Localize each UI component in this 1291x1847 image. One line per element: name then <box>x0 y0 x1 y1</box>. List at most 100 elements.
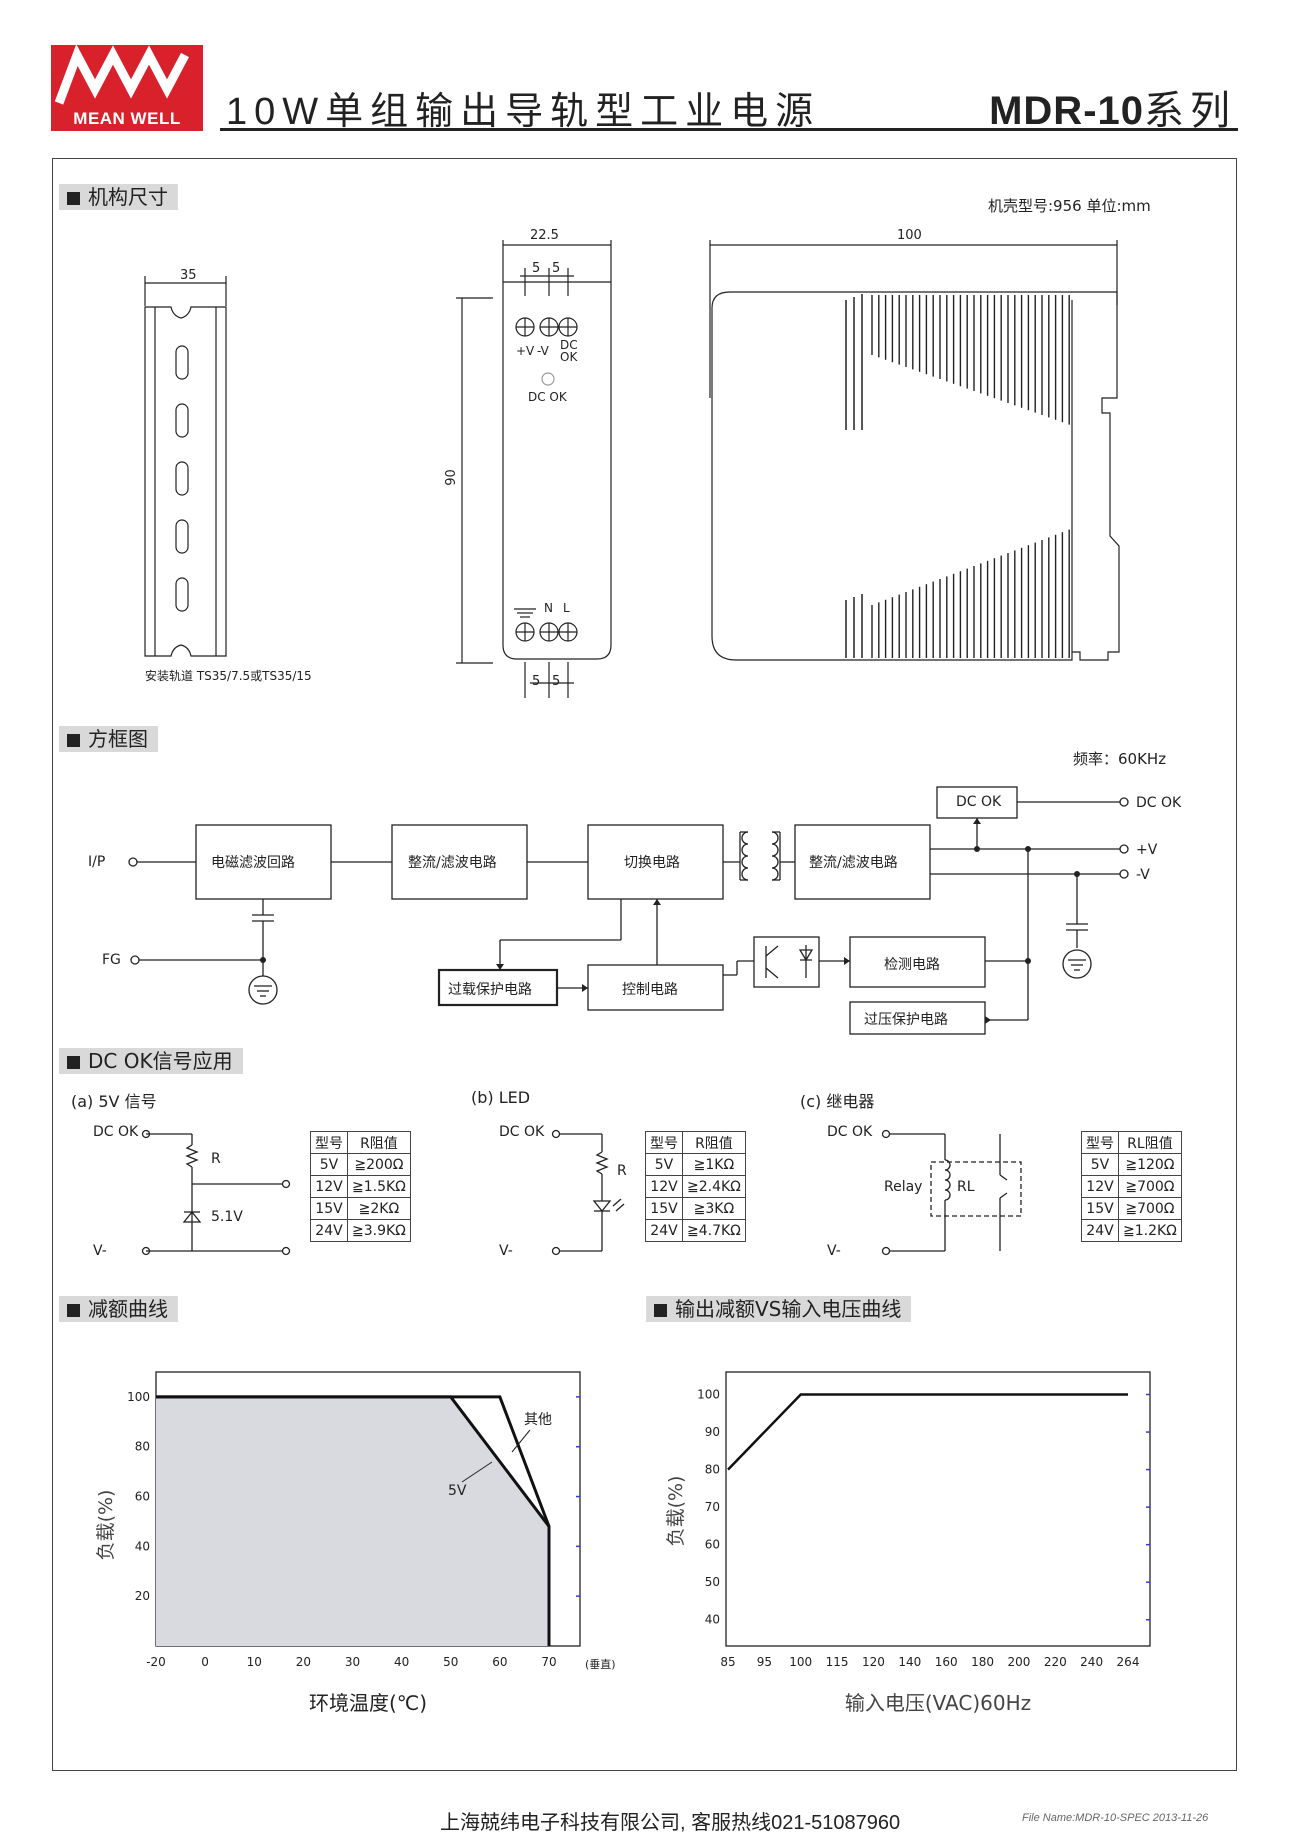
control-box: 控制电路 <box>622 982 678 998</box>
table-row: 12V≧1.5KΩ <box>310 1175 411 1198</box>
table-header: RL阻值 <box>1118 1131 1182 1154</box>
table-cell: 5V <box>1081 1153 1119 1176</box>
series-5v-line <box>156 1395 551 1646</box>
x-tick-label: 100 <box>789 1655 812 1669</box>
y-tick-label: 60 <box>705 1538 720 1552</box>
c-rl-label: RL <box>957 1179 975 1195</box>
series-title: MDR-10系列 <box>989 89 1236 133</box>
x-tick-label: 264 <box>1117 1655 1140 1669</box>
y-axis-label: 负载(%) <box>95 1490 117 1561</box>
out-nv-label: -V <box>1136 867 1150 883</box>
table-cell: 24V <box>645 1219 683 1242</box>
table-cell: ≧120Ω <box>1118 1153 1182 1176</box>
c-dcok-label: DC OK <box>827 1124 873 1140</box>
table-header: 型号 <box>1081 1131 1119 1154</box>
footer-filename: File Name:MDR-10-SPEC 2013-11-26 <box>1022 1812 1209 1824</box>
label-other: 其他 <box>524 1412 552 1428</box>
side-length: 100 <box>897 228 922 243</box>
table-cell: 24V <box>1081 1219 1119 1242</box>
y-tick-label: 100 <box>127 1390 150 1404</box>
x-tick-label: -20 <box>146 1655 166 1669</box>
dcok-c-title: (c) 继电器 <box>800 1092 875 1111</box>
table-cell: 5V <box>310 1153 348 1176</box>
mechanical-drawing <box>144 240 1120 698</box>
y-tick-label: 70 <box>705 1500 720 1514</box>
x-tick-label: 50 <box>443 1655 458 1669</box>
term-top-2: -V <box>537 344 549 358</box>
x-tick-label: 180 <box>971 1655 994 1669</box>
ip-label: I/P <box>88 854 106 870</box>
y-tick-label: 40 <box>135 1539 150 1553</box>
table-cell: 24V <box>310 1219 348 1242</box>
front-width: 22.5 <box>530 228 559 243</box>
c-relay-label: Relay <box>884 1179 923 1195</box>
a-r-label: R <box>211 1151 221 1167</box>
mean-well-logo: MEAN WELL <box>51 45 203 131</box>
table-cell: 5V <box>645 1153 683 1176</box>
document-title: 10W单组输出导轨型工业电源 <box>226 91 821 133</box>
x-axis-label: 输入电压(VAC)60Hz <box>845 1691 1031 1715</box>
fg-label: FG <box>102 952 121 968</box>
x-tick-label: 0 <box>201 1655 209 1669</box>
x-tick-label: 85 <box>720 1655 735 1669</box>
out-pv-label: +V <box>1136 842 1158 858</box>
a-zener-label: 5.1V <box>211 1209 243 1225</box>
derating-area-5v <box>156 1396 549 1646</box>
table-cell: 12V <box>645 1175 683 1198</box>
section-derating: 减额曲线 <box>59 1296 178 1322</box>
pitch-b: 5 <box>552 261 561 276</box>
rail-caption: 安装轨道 TS35/7.5或TS35/15 <box>145 669 312 683</box>
section-block-diagram: 方框图 <box>59 726 158 752</box>
x-tick-label: 60 <box>492 1655 507 1669</box>
x-tick-label: 220 <box>1044 1655 1067 1669</box>
x-tick-label: 240 <box>1080 1655 1103 1669</box>
olp-box: 过载保护电路 <box>448 982 532 998</box>
b-dcok-label: DC OK <box>499 1124 545 1140</box>
switching-circuit-box: 切换电路 <box>624 855 680 871</box>
x-tick-label: 70 <box>541 1655 556 1669</box>
case-info: 机壳型号:956 单位:mm <box>988 197 1151 215</box>
table-header: 型号 <box>310 1131 348 1154</box>
spec-frame <box>52 158 1237 1771</box>
table-row: 12V≧2.4KΩ <box>645 1175 746 1198</box>
logo-text: MEAN WELL <box>73 109 181 128</box>
table-cell: ≧4.7KΩ <box>682 1219 746 1242</box>
led-label: DC OK <box>528 390 567 404</box>
dcok-box: DC OK <box>956 794 1002 810</box>
b-vminus-label: V- <box>499 1243 513 1259</box>
leader-other <box>511 1429 531 1453</box>
table-cell: ≧3KΩ <box>682 1197 746 1220</box>
table-cell: 12V <box>1081 1175 1119 1198</box>
y-tick-label: 100 <box>697 1388 720 1402</box>
footer-company: 上海兢纬电子科技有限公司, 客服热线021-51087960 <box>440 1812 901 1834</box>
table-row: 5V≧120Ω <box>1081 1153 1182 1176</box>
term-bot-2: N <box>544 601 553 615</box>
dcok-circuits <box>141 1129 1022 1256</box>
pitch-bottom-b: 5 <box>552 674 561 689</box>
table-cell: ≧2.4KΩ <box>682 1175 746 1198</box>
table-row: 15V≧700Ω <box>1081 1197 1182 1220</box>
y-tick-label: 60 <box>135 1490 150 1504</box>
ovp-box: 过压保护电路 <box>864 1012 948 1028</box>
term-top-1: +V <box>516 344 535 358</box>
table-cell: ≧3.9KΩ <box>347 1219 411 1242</box>
b-r-label: R <box>617 1163 627 1179</box>
rectifier-filter-1-box: 整流/滤波电路 <box>408 855 497 871</box>
dcok-b-title: (b) LED <box>471 1088 531 1107</box>
rail-width: 35 <box>180 268 197 283</box>
frequency: 频率：60KHz <box>1073 750 1167 768</box>
table-cell: ≧700Ω <box>1118 1175 1182 1198</box>
x-tick-label: 20 <box>296 1655 311 1669</box>
dcok-a-title: (a) 5V 信号 <box>71 1092 157 1111</box>
y-axis-label: 负载(%) <box>665 1476 687 1547</box>
y-tick-label: 80 <box>135 1440 150 1454</box>
table-row: 15V≧3KΩ <box>645 1197 746 1220</box>
pitch-a: 5 <box>532 261 541 276</box>
section-mechanical: 机构尺寸 <box>59 184 178 210</box>
x-tick-label: 10 <box>247 1655 262 1669</box>
table-row: 15V≧2KΩ <box>310 1197 411 1220</box>
table-cell: ≧700Ω <box>1118 1197 1182 1220</box>
